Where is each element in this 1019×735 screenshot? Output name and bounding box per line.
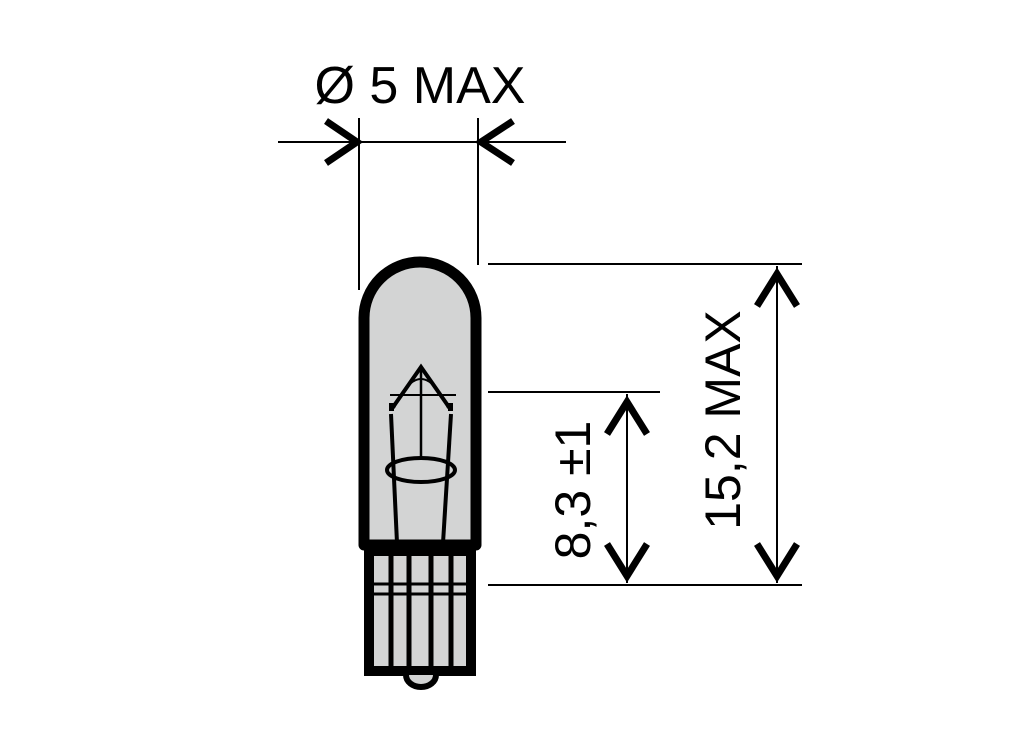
diameter-label: Ø 5 MAX (315, 57, 526, 115)
light-center-label: 8,3 ±1 (545, 421, 601, 560)
wedge-base (364, 546, 476, 690)
overall-length-dimension: 15,2 MAX (488, 263, 802, 583)
light-center-dimension: 8,3 ±1 (488, 391, 802, 586)
filament (385, 363, 457, 544)
arrow-right-icon (324, 118, 364, 166)
diameter-dimension: Ø 5 MAX (278, 57, 566, 290)
arrow-up-icon (604, 395, 650, 436)
bulb (358, 256, 482, 690)
overall-length-label: 15,2 MAX (695, 310, 751, 530)
arrow-up-icon (754, 267, 800, 308)
arrow-left-icon (474, 118, 515, 166)
arrow-down-icon (754, 542, 800, 583)
arrow-down-icon (604, 542, 650, 583)
